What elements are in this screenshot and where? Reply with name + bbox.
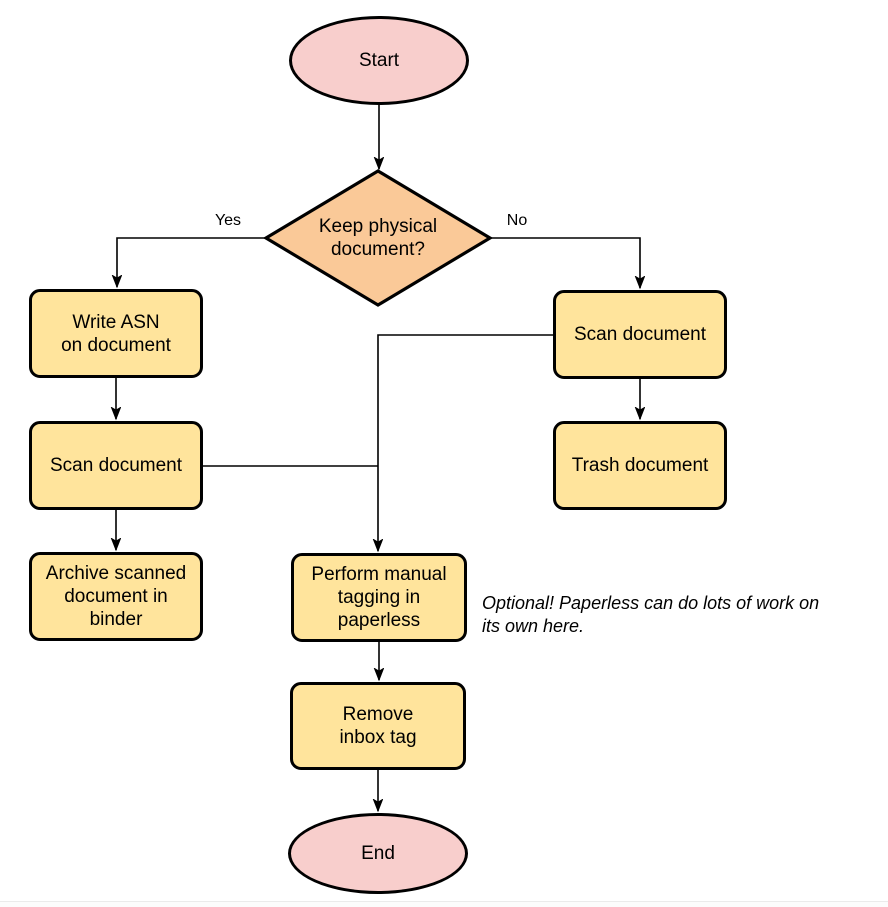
decision-node-label-line1: Keep physical	[318, 216, 438, 237]
start-node-label: Start	[358, 50, 400, 71]
process-write-asn-line1: Write ASN	[72, 311, 160, 333]
process-manual-tagging-line1: Perform manual	[311, 564, 447, 585]
annotation-optional-note: Optional! Paperless can do lots of work …	[482, 592, 888, 638]
process-scan-document-right: Scan document	[553, 290, 727, 379]
process-remove-inbox-tag-line2: inbox tag	[339, 727, 417, 748]
process-write-asn-line2: on document	[61, 334, 171, 356]
edge-label-no: No	[506, 212, 528, 229]
process-archive-line2: document in	[64, 586, 168, 607]
process-archive-line1: Archive scanned	[45, 563, 187, 584]
process-manual-tagging-line2: tagging in	[337, 587, 421, 608]
process-remove-inbox-tag: Remove inbox tag	[290, 682, 466, 770]
process-trash-document: Trash document	[553, 421, 727, 510]
process-remove-inbox-tag-line1: Remove	[342, 704, 414, 725]
process-manual-tagging: Perform manual tagging in paperless	[291, 553, 467, 642]
end-node: End	[288, 813, 468, 894]
decision-node-label-line2: document?	[330, 239, 425, 260]
process-archive-line3: binder	[89, 609, 143, 630]
process-write-asn: Write ASN on document	[29, 289, 203, 378]
process-archive-in-binder: Archive scanned document in binder	[29, 552, 203, 641]
end-node-label: End	[361, 843, 395, 864]
decision-diamond-shape	[262, 169, 494, 307]
edge-label-yes: Yes	[214, 212, 242, 229]
start-node: Start	[289, 16, 469, 105]
process-scan-document-left: Scan document	[29, 421, 203, 510]
annotation-line2: its own here.	[482, 616, 585, 636]
process-trash-document-label: Trash document	[571, 455, 709, 476]
page-edge-divider	[0, 901, 888, 902]
annotation-line1: Optional! Paperless can do lots of work …	[482, 593, 820, 613]
edge-decision-yes-to-write-asn	[117, 237, 266, 287]
edge-scan-right-to-tagging	[378, 334, 553, 551]
decision-node: Keep physical document?	[266, 171, 490, 305]
page-edge-margin	[0, 902, 888, 907]
process-manual-tagging-line3: paperless	[337, 610, 421, 631]
process-scan-document-right-label: Scan document	[573, 324, 707, 345]
process-scan-document-left-label: Scan document	[49, 455, 183, 476]
edge-decision-no-to-scan-right	[490, 237, 640, 288]
